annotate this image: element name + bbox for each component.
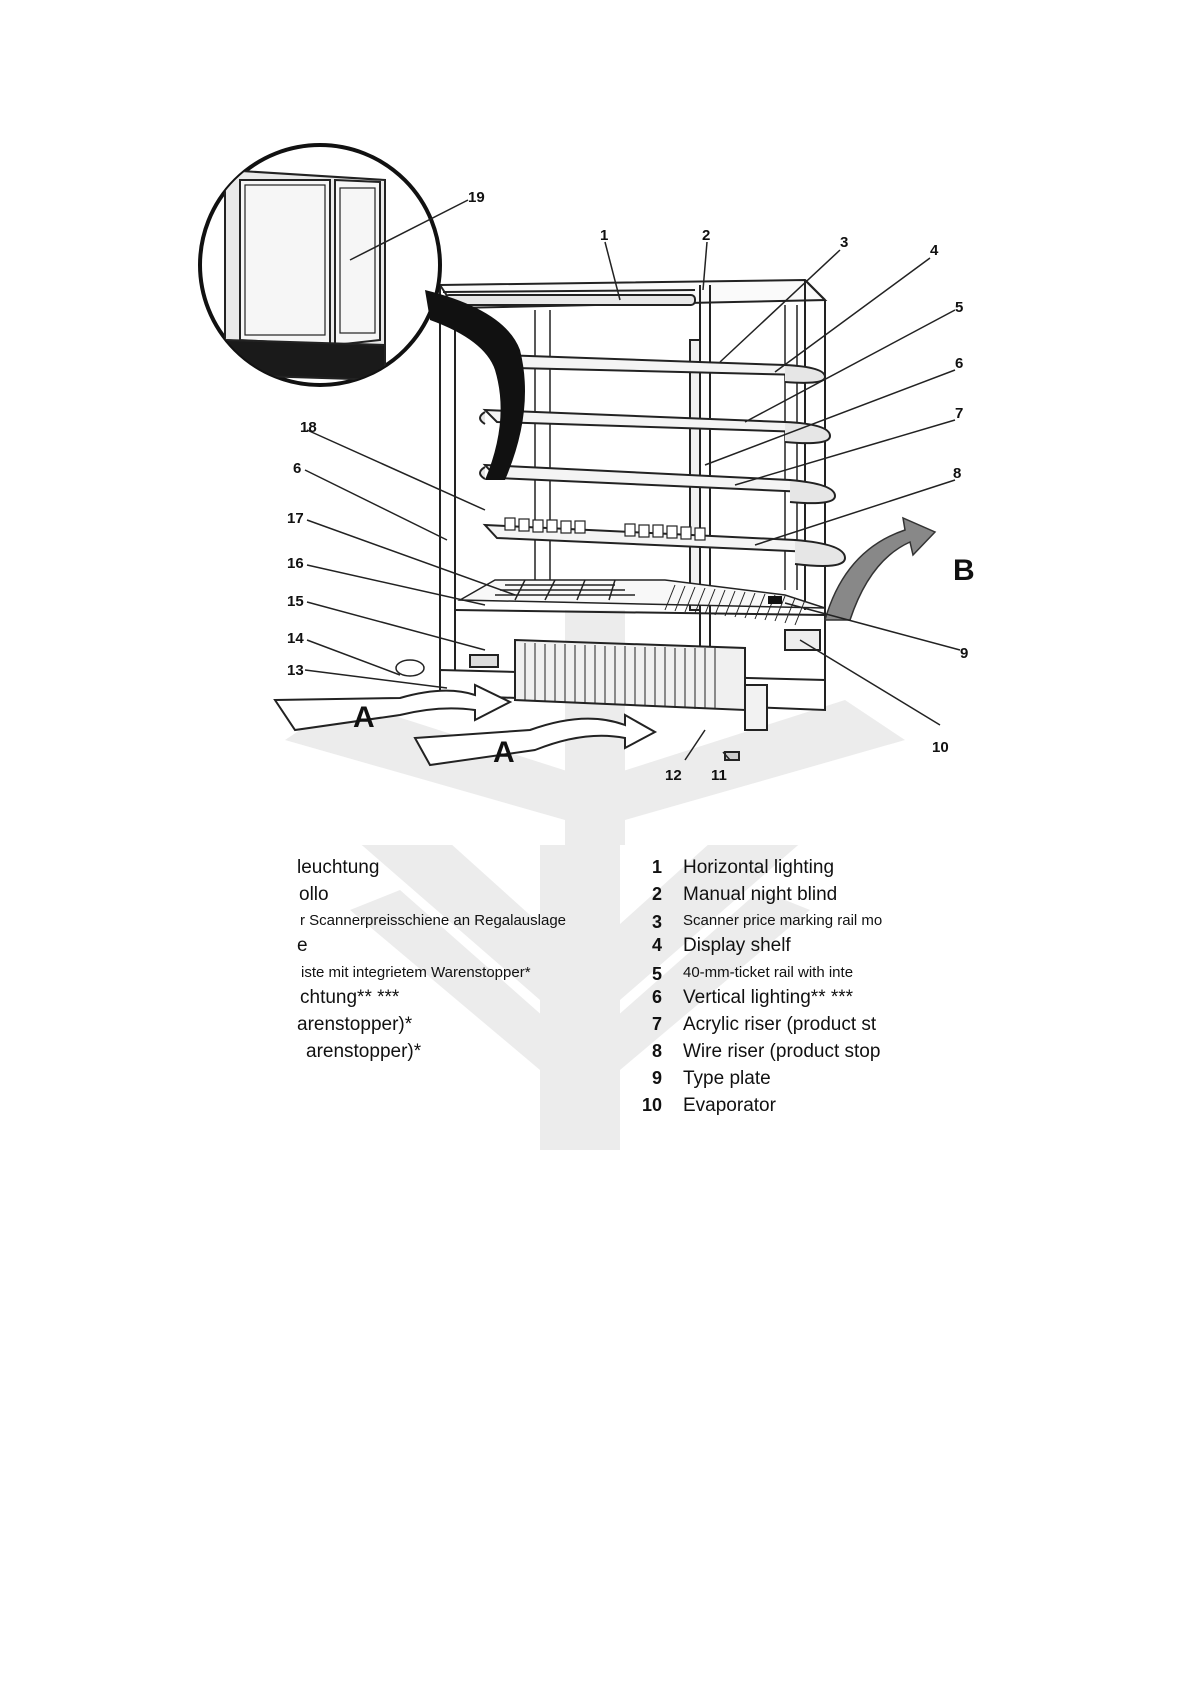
airflow-arrow-a-right: [413, 713, 658, 767]
airflow-arrow-b: [824, 516, 937, 621]
arrow-label-b: B: [953, 554, 975, 587]
display-shelves: [479, 353, 847, 567]
callout-18: 18: [300, 419, 317, 436]
arrow-label-a-right: A: [493, 736, 515, 769]
callout-9: 9: [960, 645, 968, 662]
callout-3: 3: [840, 234, 848, 251]
callout-2: 2: [702, 227, 710, 244]
callout-11: 11: [711, 767, 727, 784]
type-plate-marker: [768, 596, 782, 604]
inset-detail-circle: [198, 143, 442, 387]
callout-6-left: 6: [293, 460, 301, 477]
inset-arrow: [425, 290, 525, 480]
callout-19: 19: [468, 189, 485, 206]
base-deck-grid: [454, 579, 826, 626]
callout-16: 16: [287, 555, 304, 572]
callout-14: 14: [287, 630, 304, 647]
arrow-label-a-left: A: [353, 701, 375, 734]
callout-13: 13: [287, 662, 304, 679]
callout-17: 17: [287, 510, 304, 527]
callout-6-right: 6: [955, 355, 963, 372]
leader-lines: [304, 199, 961, 761]
callout-12: 12: [665, 767, 682, 784]
callout-numbers: 19 1 2 3 4 5 6 7 8 9 10 11 12 13 14 15 1…: [287, 189, 968, 784]
cable-coil: [395, 659, 425, 677]
callout-5: 5: [955, 299, 963, 316]
callout-15: 15: [287, 593, 304, 610]
callout-7: 7: [955, 405, 963, 422]
plinth-evaporator: [439, 629, 826, 761]
callout-4: 4: [930, 242, 939, 259]
callout-8: 8: [953, 465, 961, 482]
airflow-arrow-a-left: [273, 683, 513, 732]
callout-10: 10: [932, 739, 949, 756]
callout-1: 1: [600, 227, 608, 244]
refrigerated-display-case-illustration: 19 1 2 3 4 5 6 7 8 9 10 11 12 13 14 15 1…: [185, 140, 1045, 845]
